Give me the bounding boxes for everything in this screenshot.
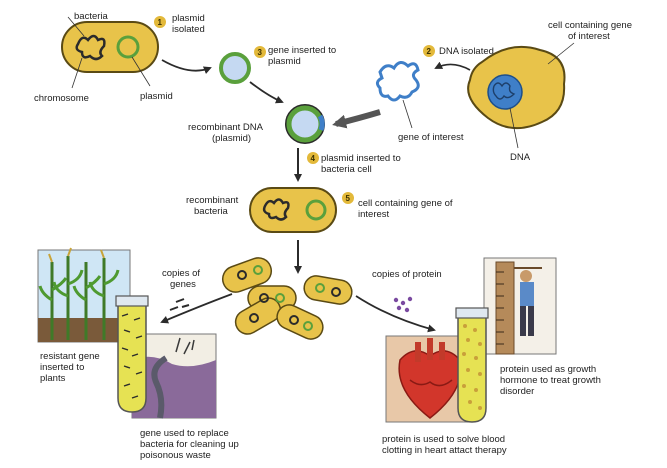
label-chromosome: chromosome	[34, 93, 89, 104]
step-3-badge: 3	[254, 46, 266, 58]
growth-measure-panel	[483, 257, 557, 355]
label-cell-gene-2: of interest	[568, 31, 610, 42]
isolated-plasmid	[219, 52, 251, 84]
corn-plants-panel	[37, 247, 131, 343]
label-blood-2: clotting in heart attact therapy	[382, 445, 507, 456]
step-5-line-2: interest	[358, 209, 390, 220]
arrow-dna-isolated	[434, 61, 471, 71]
recombinant-bacterium	[249, 187, 337, 233]
label-blood-1: protein is used to solve blood	[382, 434, 505, 445]
plasmid-icon	[116, 35, 140, 59]
step-1-line-1: plasmid	[172, 13, 205, 24]
step-4-line-2: bacteria cell	[321, 164, 372, 175]
recombinant-dna-plasmid	[285, 104, 325, 144]
label-resistant-gene-2: inserted to	[40, 362, 84, 373]
chromosome-icon	[75, 34, 106, 61]
label-copies-genes-1: copies of	[162, 268, 200, 279]
label-growth-2: hormone to treat growth	[500, 375, 601, 386]
svg-text:3: 3	[258, 48, 263, 57]
arrow-gene-into-plasmid	[332, 109, 381, 129]
arrow-to-plants	[160, 293, 233, 324]
step-5-line-1: cell containing gene of	[358, 198, 453, 209]
protein-dots	[393, 296, 413, 313]
step-5-badge: 5	[342, 192, 354, 204]
heart-panel	[385, 335, 471, 423]
step-4-badge: 4	[307, 152, 319, 164]
svg-text:2: 2	[427, 47, 432, 56]
test-tube-bacteria	[115, 295, 149, 413]
label-recombinant-bacteria-1: recombinant	[186, 195, 239, 206]
label-waste-3: poisonous waste	[140, 450, 211, 461]
bacterium-original	[61, 21, 159, 73]
donor-cell	[467, 45, 566, 129]
label-gene-of-interest: gene of interest	[398, 132, 464, 143]
svg-text:4: 4	[311, 154, 316, 163]
svg-text:5: 5	[346, 194, 351, 203]
step-1-badge: 1	[154, 16, 166, 28]
label-recombinant-bacteria-2: bacteria	[194, 206, 229, 217]
step-1-line-2: isolated	[172, 24, 205, 35]
gene-fragments	[169, 298, 190, 311]
step-2-line-1: DNA isolated	[439, 46, 494, 57]
arrow-to-protein-uses	[355, 295, 436, 333]
label-plasmid: plasmid	[140, 91, 173, 102]
step-3-line-1: gene inserted to	[268, 45, 336, 56]
label-growth-1: protein used as growth	[500, 364, 596, 375]
label-recombinant-dna-2: (plasmid)	[212, 133, 251, 144]
arrow-to-recombinant	[249, 81, 284, 104]
label-dna: DNA	[510, 152, 531, 163]
label-copies-protein: copies of protein	[372, 269, 442, 280]
label-copies-genes-2: genes	[170, 279, 196, 290]
label-cell-gene-1: cell containing gene	[548, 20, 632, 31]
step-3-line-2: plasmid	[268, 56, 301, 67]
bacteria-copies	[221, 257, 353, 340]
arrow-plasmid-isolated	[161, 59, 212, 74]
label-growth-3: disorder	[500, 386, 534, 397]
label-bacteria: bacteria	[74, 11, 109, 22]
label-waste-1: gene used to replace	[140, 428, 229, 439]
svg-text:1: 1	[158, 18, 163, 27]
isolated-dna-strand	[375, 61, 420, 102]
step-4-line-1: plasmid inserted to	[321, 153, 401, 164]
test-tube-protein	[455, 307, 489, 423]
step-2-badge: 2	[423, 45, 435, 57]
label-resistant-gene-1: resistant gene	[40, 351, 100, 362]
label-recombinant-dna-1: recombinant DNA	[188, 122, 264, 133]
label-waste-2: bacteria for cleaning up	[140, 439, 239, 450]
label-resistant-gene-3: plants	[40, 373, 66, 384]
